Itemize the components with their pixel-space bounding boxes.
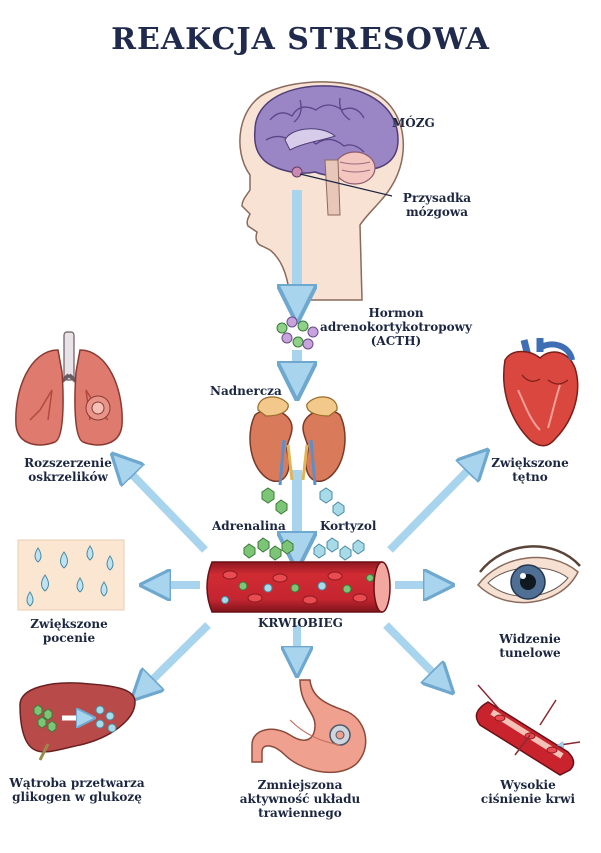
skin-sweat-icon (17, 539, 125, 611)
acth-molecule-cluster (276, 316, 319, 350)
liver-icon (19, 682, 136, 761)
cerebellum-icon (334, 151, 376, 185)
blood-vessel-illustration (206, 561, 391, 613)
eye-label: Widzenie tunelowe (499, 632, 561, 660)
adrenal-glands-label: Nadnercza (210, 384, 282, 398)
bloodstream-label: KRWIOBIEG (258, 616, 343, 630)
brain-label: MÓZG (392, 116, 435, 130)
lungs-label: Rozszerzenie oskrzelików (24, 456, 112, 484)
head-illustration (239, 81, 405, 301)
sweat-label: Zwiększone pocenie (30, 617, 108, 645)
blood-pressure-vessel-icon (475, 684, 581, 776)
acth-label: Hormon adrenokortykotropowy (ACTH) (320, 306, 472, 348)
stomach-label: Zmniejszona aktywność układu trawiennego (239, 778, 361, 820)
heart-label: Zwiększone tętno (491, 456, 569, 484)
lungs-icon (15, 331, 123, 446)
eye-icon (477, 545, 581, 604)
adrenaline-molecules (243, 487, 294, 561)
cortisol-molecules (313, 487, 365, 561)
blood-pressure-label: Wysokie ciśnienie krwi (480, 778, 576, 806)
effect-arrows (120, 458, 480, 692)
cortisol-label: Kortyzol (320, 519, 377, 533)
adrenal-glands-illustration (249, 396, 346, 486)
adrenaline-label: Adrenalina (212, 519, 286, 533)
page-title: REAKCJA STRESOWA (111, 22, 490, 57)
liver-label: Wątroba przetwarza glikogen w glukozę (9, 776, 145, 804)
heart-icon (503, 338, 579, 447)
pituitary-gland-icon (291, 166, 303, 178)
pituitary-label: Przysadka mózgowa (402, 191, 472, 219)
stomach-icon (251, 679, 367, 774)
